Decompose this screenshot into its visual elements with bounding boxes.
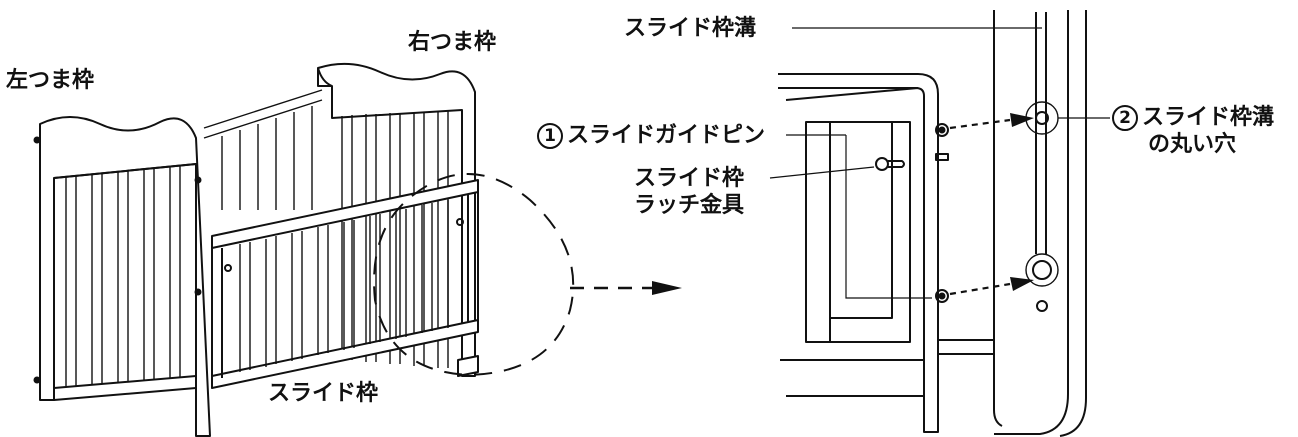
round-hole-line2: の丸い穴	[1148, 132, 1237, 157]
latch-label-line2: ラッチ金具	[634, 193, 745, 218]
left-end-frame-label: 左つま枠	[6, 68, 95, 93]
pin-arrows	[949, 113, 1034, 296]
leader-lines	[769, 27, 1110, 299]
end-frame-post	[938, 10, 1087, 437]
slide-guide-pin	[935, 123, 949, 303]
detail-ellipse	[373, 173, 575, 376]
latch-fitting-label: スライド枠 ラッチ金具	[634, 165, 744, 219]
crib-illustration	[33, 62, 575, 437]
left-end-frame	[33, 116, 211, 437]
number-1-badge: 1	[537, 123, 563, 149]
latch-label-line1: スライド枠	[634, 166, 745, 191]
slide-frame-groove-label: スライド枠溝	[624, 16, 757, 41]
slide-guide-pin-text: スライドガイドピン	[567, 123, 766, 148]
dashed-arrow-right-icon	[570, 281, 682, 295]
latch-fitting	[875, 157, 905, 171]
slide-frame-illustration	[211, 179, 479, 389]
right-end-frame-label: 右つま枠	[408, 30, 497, 55]
detail-view	[778, 10, 1087, 437]
slide-frame-corner	[778, 73, 939, 433]
number-2-badge: 2	[1112, 105, 1138, 131]
back-long-side	[203, 89, 323, 210]
slide-frame-label: スライド枠	[268, 381, 379, 406]
round-hole-line1: スライド枠溝	[1142, 105, 1275, 130]
